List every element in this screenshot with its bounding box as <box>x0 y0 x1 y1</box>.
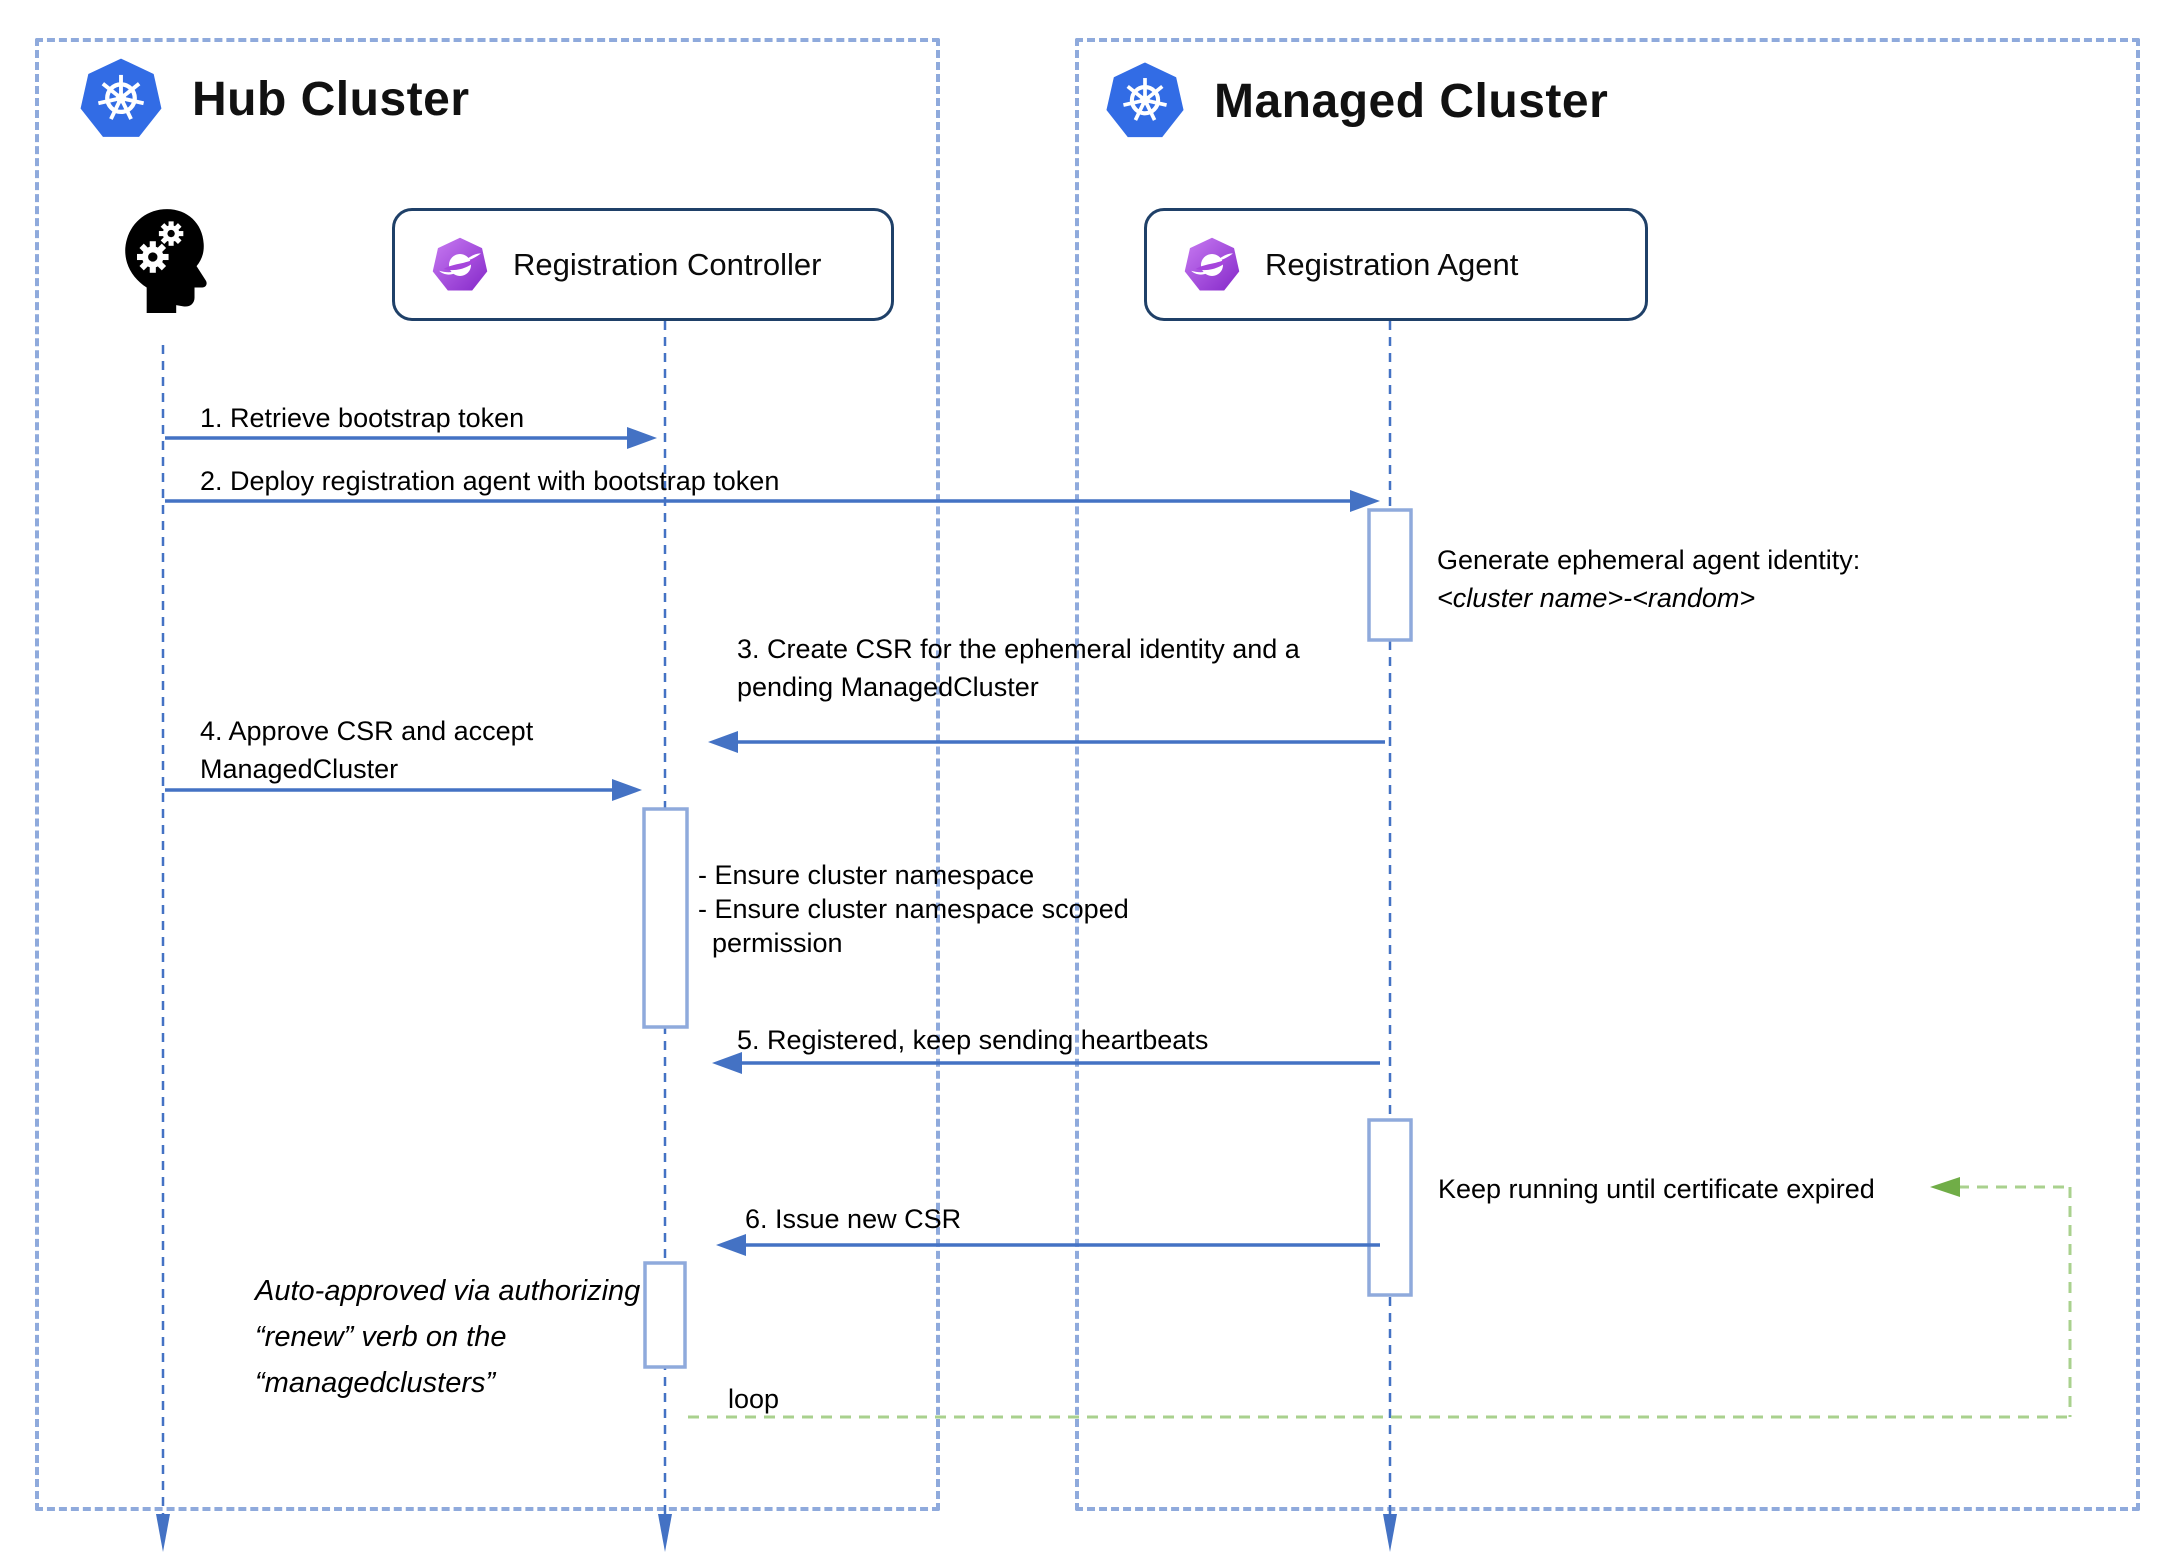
ocm-icon <box>1184 237 1240 291</box>
message-5-arrowhead <box>712 1052 742 1074</box>
hub-cluster-boundary <box>35 38 940 1511</box>
activation-agent-running <box>1367 1118 1413 1297</box>
note-keep-running: Keep running until certificate expired <box>1438 1174 1875 1204</box>
message-1-label: 1. Retrieve bootstrap token <box>200 403 525 433</box>
lifeline-controller-arrowhead <box>658 1514 672 1552</box>
message-4-label: 4. Approve CSR and accept ManagedCluster <box>200 716 534 784</box>
message-5-label: 5. Registered, keep sending heartbeats <box>737 1025 1209 1055</box>
kubernetes-icon <box>80 58 162 137</box>
message-2-arrowhead <box>1350 490 1380 512</box>
message-2-label: 2. Deploy registration agent with bootst… <box>200 466 780 496</box>
gear-icon <box>158 221 184 246</box>
managed-cluster-boundary <box>1075 38 2140 1511</box>
note-controller-ensure: - Ensure cluster namespace - Ensure clus… <box>698 860 1129 958</box>
lifeline-agent-arrowhead <box>1383 1514 1397 1552</box>
message-6-arrowhead <box>716 1234 746 1256</box>
activation-agent-identity <box>1367 508 1413 642</box>
gear-icon <box>137 241 169 273</box>
registration-agent-participant: Registration Agent <box>1144 208 1648 321</box>
registration-controller-label: Registration Controller <box>513 246 822 282</box>
loop-label: loop <box>728 1384 780 1414</box>
registration-controller-participant: Registration Controller <box>392 208 894 321</box>
message-6-label: 6. Issue new CSR <box>745 1204 962 1234</box>
lifeline-user-arrowhead <box>156 1514 170 1552</box>
hub-cluster-header: Hub Cluster <box>78 56 470 142</box>
note-auto-approved: Auto-approved via authorizing “renew” ve… <box>255 1275 641 1399</box>
loop-return-arrowhead <box>1930 1177 1960 1197</box>
message-3-label: 3. Create CSR for the ephemeral identity… <box>737 634 1300 702</box>
kubernetes-icon <box>1106 62 1184 138</box>
message-1-arrowhead <box>627 427 657 449</box>
registration-agent-label: Registration Agent <box>1265 246 1519 282</box>
managed-cluster-header: Managed Cluster <box>1104 60 1608 142</box>
managed-cluster-title: Managed Cluster <box>1214 74 1609 128</box>
hub-cluster-title: Hub Cluster <box>192 72 470 126</box>
message-3-arrowhead <box>708 731 738 753</box>
message-4-arrowhead <box>612 779 642 801</box>
user-head-gears-icon <box>125 209 207 313</box>
ocm-icon <box>432 237 488 291</box>
activation-controller-ensure <box>642 807 689 1029</box>
activation-controller-renew <box>643 1261 687 1369</box>
note-agent-identity: Generate ephemeral agent identity: <clus… <box>1437 545 1861 613</box>
